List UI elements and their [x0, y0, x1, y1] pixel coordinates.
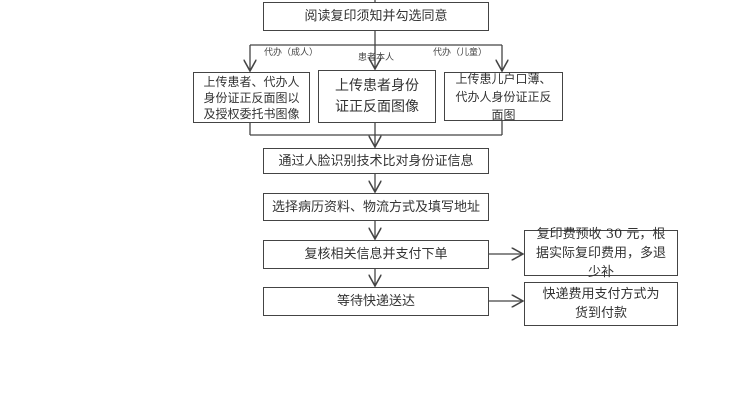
step-select-records: 选择病历资料、物流方式及填写地址	[263, 193, 489, 221]
step-wait-delivery: 等待快递送达	[263, 287, 489, 316]
step-pay: 复核相关信息并支付下单	[263, 240, 489, 269]
step-read-agree: 阅读复印须知并勾选同意	[263, 2, 489, 31]
note-copy-fee: 复印费预收 30 元，根据实际复印费用，多退少补	[524, 227, 678, 280]
branch-child: 上传患儿户口薄、代办人身份证正反面图	[444, 72, 563, 122]
branch-adult: 上传患者、代办人身份证正反面图以及授权委托书图像	[193, 72, 310, 123]
note-express-fee: 快递费用支付方式为货到付款	[524, 282, 678, 326]
branch-self: 上传患者身份证正反面图像	[318, 70, 436, 123]
label-adult-proxy: 代办（成人）	[264, 48, 319, 58]
step-face-verify: 通过人脸识别技术比对身份证信息	[263, 148, 489, 174]
label-self: 患者本人	[358, 53, 395, 63]
label-child-proxy: 代办（儿童）	[433, 48, 488, 58]
